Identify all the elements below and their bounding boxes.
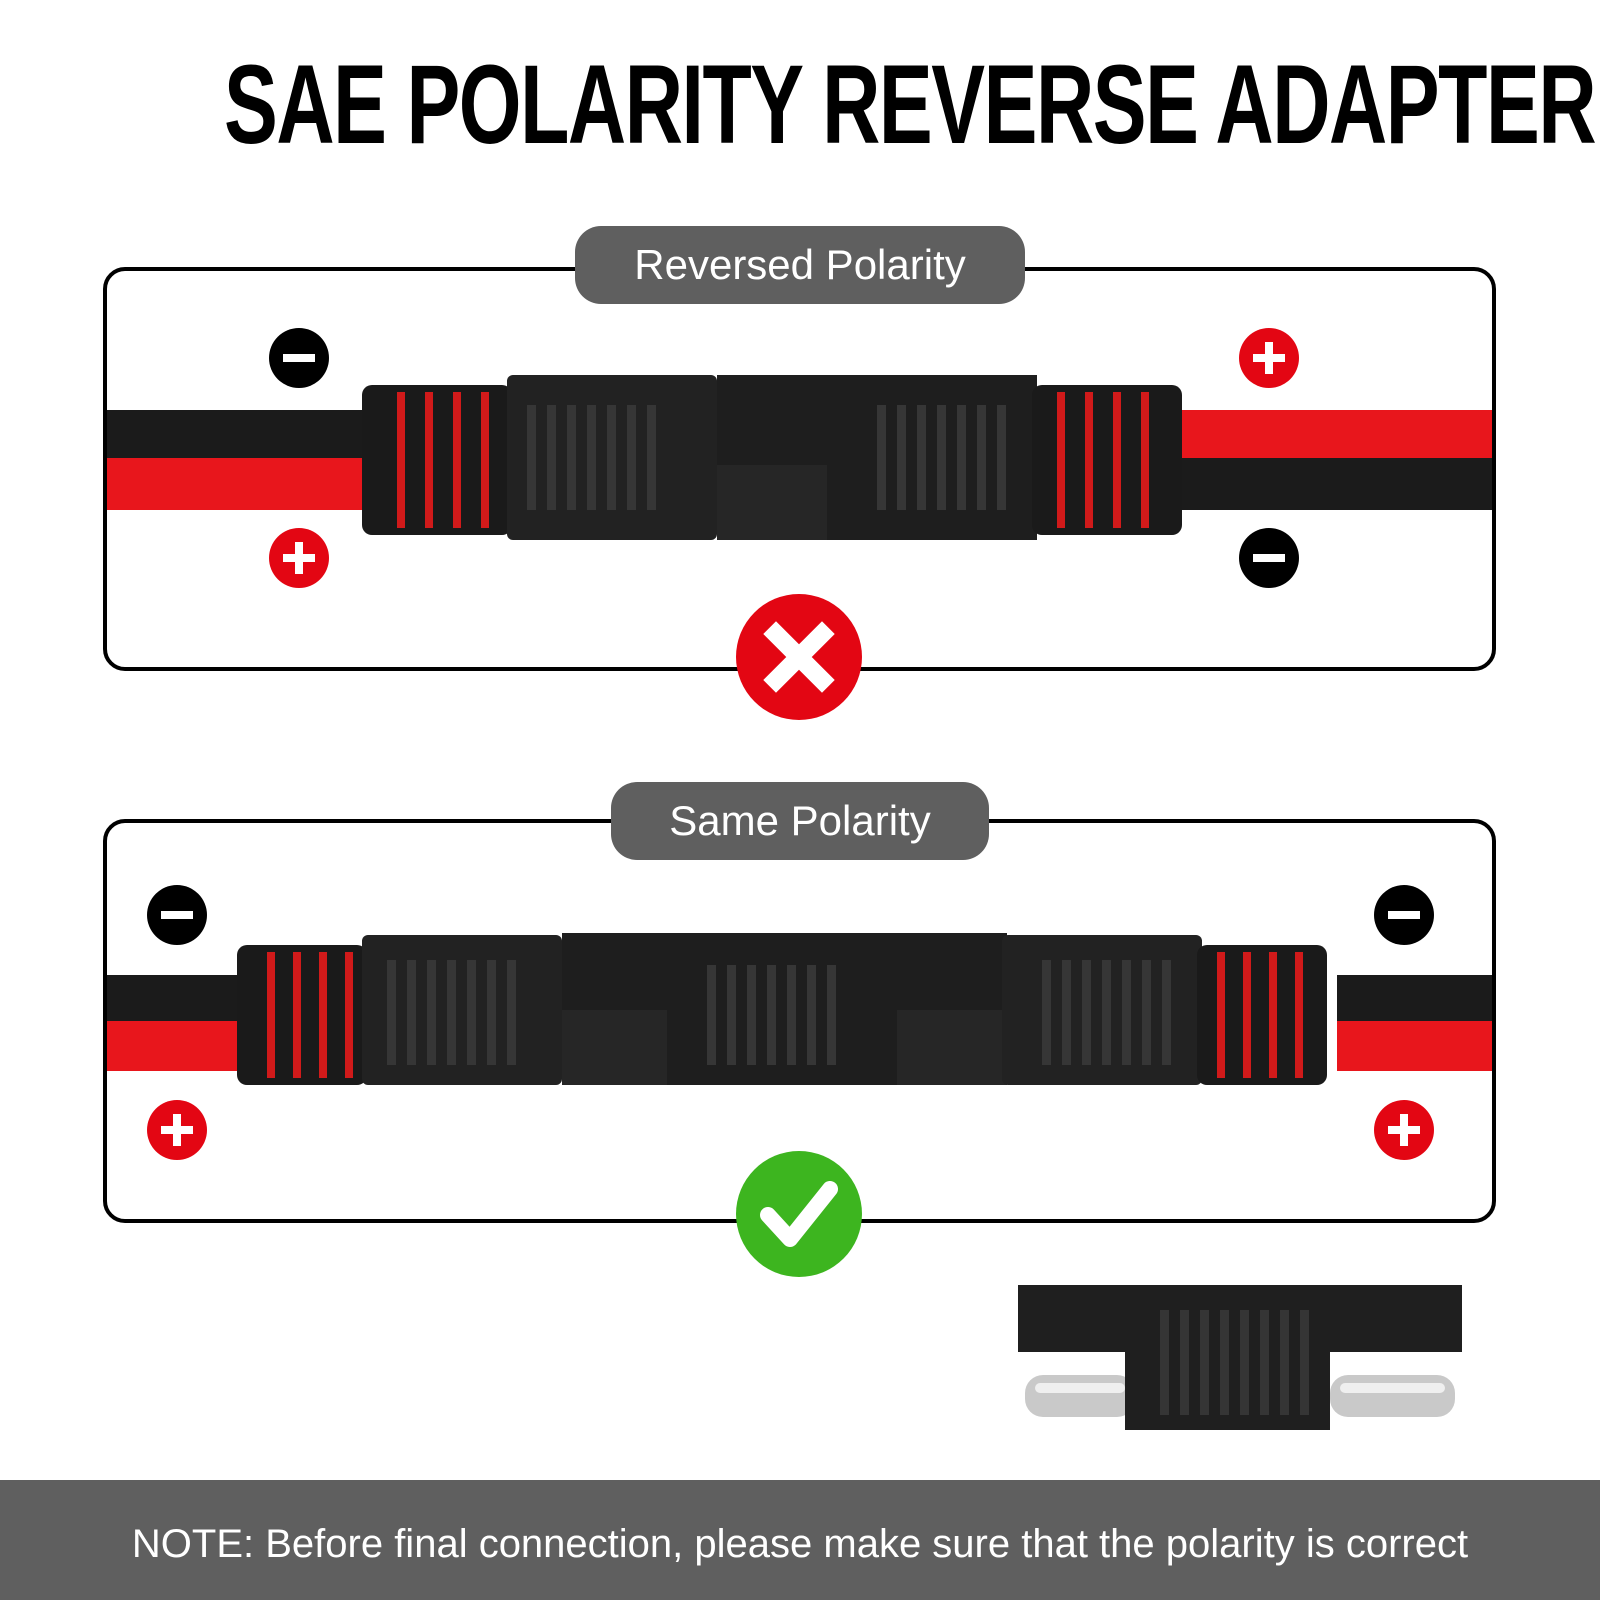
check-mark-icon	[736, 1151, 862, 1277]
right-red-wire	[1337, 1021, 1492, 1071]
positive-icon	[1239, 328, 1299, 388]
left-cable-boot	[362, 385, 512, 535]
adapter-connector-body	[362, 933, 1202, 1085]
same-polarity-label: Same Polarity	[611, 782, 989, 860]
right-red-wire	[1167, 410, 1492, 460]
right-black-wire	[1337, 975, 1492, 1023]
reversed-polarity-diagram	[107, 328, 1492, 588]
note-bar: NOTE: Before final connection, please ma…	[0, 1480, 1600, 1600]
positive-icon	[1374, 1100, 1434, 1160]
same-polarity-diagram	[107, 885, 1492, 1160]
reversed-polarity-label: Reversed Polarity	[575, 226, 1025, 304]
right-cable-boot	[1197, 945, 1327, 1085]
negative-icon	[147, 885, 207, 945]
reversed-connector-body	[507, 375, 1037, 540]
right-black-wire	[1167, 458, 1492, 510]
positive-icon	[269, 528, 329, 588]
negative-icon	[1239, 528, 1299, 588]
left-black-wire	[107, 975, 247, 1023]
right-cable-boot	[1032, 385, 1182, 535]
left-red-wire	[107, 458, 367, 510]
x-mark-icon	[736, 594, 862, 720]
adapter-right-pin	[1330, 1375, 1455, 1417]
polarity-note: NOTE: Before final connection, please ma…	[131, 1522, 1469, 1566]
page-title: SAE POLARITY REVERSE ADAPTER	[224, 42, 1597, 167]
left-red-wire	[107, 1021, 247, 1071]
sae-adapter-illustration	[1018, 1285, 1462, 1430]
left-black-wire	[107, 410, 367, 460]
adapter-left-pin	[1025, 1375, 1135, 1417]
negative-icon	[269, 328, 329, 388]
left-cable-boot	[237, 945, 367, 1085]
negative-icon	[1374, 885, 1434, 945]
positive-icon	[147, 1100, 207, 1160]
